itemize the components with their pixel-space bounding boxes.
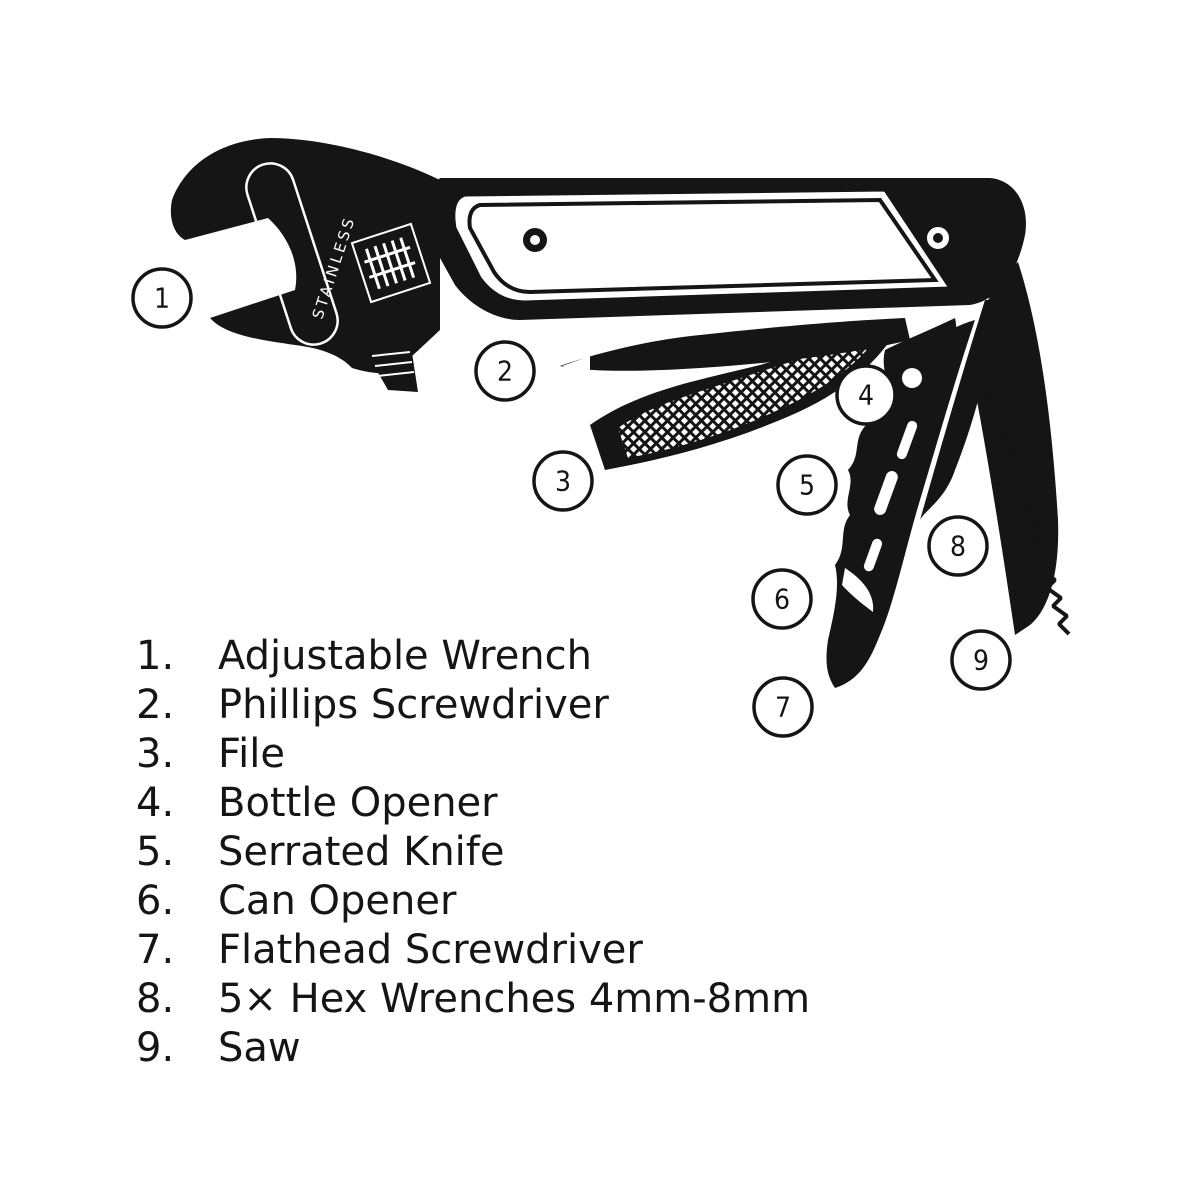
callout-3: 3 xyxy=(532,450,594,512)
tool-legend: 1. Adjustable Wrench 2. Phillips Screwdriv… xyxy=(136,632,810,1073)
rivet-icon xyxy=(925,225,951,251)
legend-item: 2. Phillips Screwdriver xyxy=(136,681,810,730)
legend-number: 6. xyxy=(136,878,175,924)
svg-text:3: 3 xyxy=(555,465,571,498)
legend-label: Adjustable Wrench xyxy=(218,633,593,679)
legend-number: 9. xyxy=(136,1025,175,1071)
callout-1: 1 xyxy=(131,267,193,329)
legend-label: Serrated Knife xyxy=(218,829,505,875)
svg-text:5: 5 xyxy=(799,469,815,502)
bottle-opener xyxy=(883,318,957,409)
svg-text:4: 4 xyxy=(858,379,874,412)
legend-item: 7. Flathead Screwdriver xyxy=(136,926,810,975)
hex-slot-1 xyxy=(874,471,898,515)
callout-8: 8 xyxy=(927,515,989,577)
legend-item: 4. Bottle Opener xyxy=(136,779,810,828)
phillips-screwdriver-blade xyxy=(560,318,910,376)
legend-item: 9. Saw xyxy=(136,1024,810,1073)
handle-inlay xyxy=(452,188,953,304)
legend-label: Phillips Screwdriver xyxy=(218,682,609,728)
legend-item: 5. Serrated Knife xyxy=(136,828,810,877)
legend-item: 6. Can Opener xyxy=(136,877,810,926)
legend-item: 3. File xyxy=(136,730,810,779)
hex-wrench-blade xyxy=(920,300,1000,520)
adjustable-wrench-head: STAINLESS xyxy=(170,138,441,392)
hex-slot-2 xyxy=(863,538,883,572)
svg-text:9: 9 xyxy=(973,644,989,677)
legend-number: 8. xyxy=(136,976,175,1022)
can-opener-hook xyxy=(842,568,874,612)
svg-text:6: 6 xyxy=(774,583,790,616)
legend-number: 7. xyxy=(136,927,175,973)
svg-text:1: 1 xyxy=(154,282,170,315)
multi-opener-arm xyxy=(826,320,975,688)
legend-label: Flathead Screwdriver xyxy=(218,927,643,973)
stainless-plate xyxy=(245,162,339,346)
svg-text:8: 8 xyxy=(950,530,966,563)
legend-label: Bottle Opener xyxy=(218,780,498,826)
legend-item: 1. Adjustable Wrench xyxy=(136,632,810,681)
callout-6: 6 xyxy=(751,568,813,630)
svg-text:7: 7 xyxy=(775,691,791,724)
rivet-icon xyxy=(523,228,547,252)
saw-blade xyxy=(972,262,1071,636)
callout-9: 9 xyxy=(950,629,1012,691)
file-blade xyxy=(590,325,900,470)
callout-4: 4 xyxy=(835,364,897,426)
legend-label: File xyxy=(218,731,285,777)
legend-number: 3. xyxy=(136,731,175,777)
callout-5: 5 xyxy=(776,454,838,516)
legend-item: 8. 5× Hex Wrenches 4mm-8mm xyxy=(136,975,810,1024)
legend-number: 1. xyxy=(136,633,175,679)
callout-2: 2 xyxy=(474,340,536,402)
handle xyxy=(428,178,1026,320)
legend-label: 5× Hex Wrenches 4mm-8mm xyxy=(218,976,811,1022)
stainless-logo xyxy=(350,222,432,304)
legend-label: Saw xyxy=(218,1025,301,1071)
legend-number: 4. xyxy=(136,780,175,826)
legend-label: Can Opener xyxy=(218,878,457,924)
saw-teeth xyxy=(973,370,1071,636)
svg-text:2: 2 xyxy=(497,355,513,388)
callout-7: 7 xyxy=(752,676,814,738)
hex-slot-3 xyxy=(896,420,918,460)
legend-number: 5. xyxy=(136,829,175,875)
legend-number: 2. xyxy=(136,682,175,728)
